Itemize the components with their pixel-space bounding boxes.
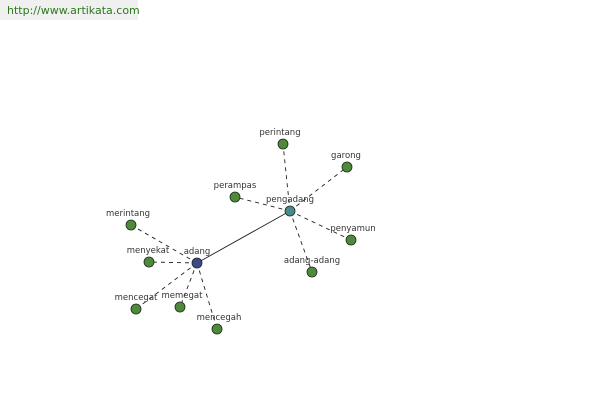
edge-pengadang-perampas [234, 196, 291, 212]
edges-layer [130, 143, 352, 330]
source-bar: http://www.artikata.com [0, 0, 140, 20]
labels-layer: adang pengadang perintang garong perampas pen… [106, 128, 376, 323]
edge-adang-mencegah [196, 262, 218, 330]
edge-adang-pengadang [196, 210, 291, 264]
node-adang-adang[interactable] [306, 266, 318, 278]
edge-adang-menyekat [148, 261, 198, 264]
node-label-memegat[interactable]: memegat [162, 291, 204, 301]
node-mencegah[interactable] [211, 323, 223, 335]
nodes-layer [125, 138, 357, 335]
node-label-penyamun[interactable]: penyamun [330, 224, 375, 234]
edge-pengadang-adang-adang [289, 210, 313, 273]
node-label-perintang[interactable]: perintang [259, 128, 300, 138]
node-adang[interactable] [191, 257, 203, 269]
edge-pengadang-perintang [282, 143, 291, 212]
node-memegat[interactable] [174, 301, 186, 313]
node-garong[interactable] [341, 161, 353, 173]
node-label-mencegah[interactable]: mencegah [197, 313, 242, 323]
node-label-pengadang[interactable]: pengadang [266, 195, 314, 205]
node-label-mencegat[interactable]: mencegat [115, 293, 158, 303]
node-label-menyekat[interactable]: menyekat [127, 246, 170, 256]
node-pengadang[interactable] [284, 205, 296, 217]
node-mencegat[interactable] [130, 303, 142, 315]
edge-adang-merintang [130, 224, 198, 264]
source-url-link[interactable]: http://www.artikata.com [7, 4, 140, 17]
node-menyekat[interactable] [143, 256, 155, 268]
node-label-adang[interactable]: adang [184, 247, 211, 257]
node-label-adang-adang[interactable]: adang-adang [284, 256, 340, 266]
node-perintang[interactable] [277, 138, 289, 150]
node-penyamun[interactable] [345, 234, 357, 246]
node-merintang[interactable] [125, 219, 137, 231]
node-label-garong[interactable]: garong [331, 151, 361, 161]
node-label-merintang[interactable]: merintang [106, 209, 150, 219]
node-label-perampas[interactable]: perampas [214, 181, 257, 191]
edge-pengadang-penyamun [289, 210, 352, 241]
node-perampas[interactable] [229, 191, 241, 203]
